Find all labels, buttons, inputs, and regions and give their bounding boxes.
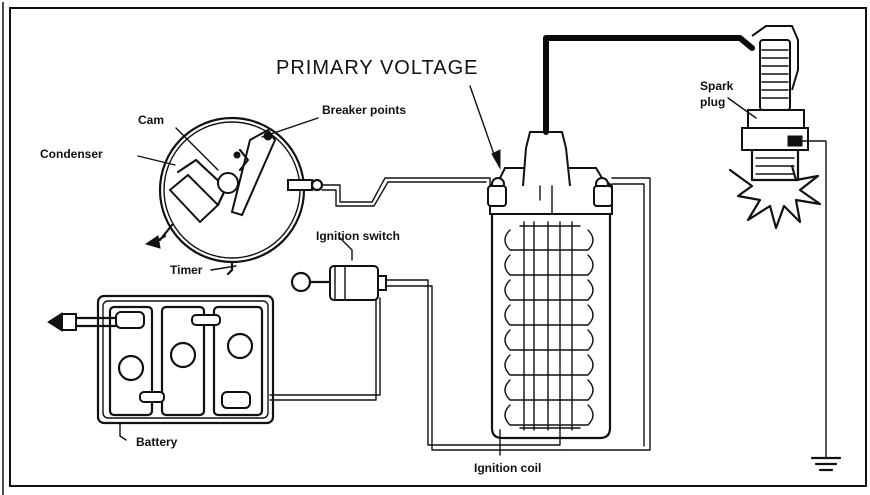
battery-pointer: [119, 423, 127, 441]
primary-voltage-pointer: [469, 85, 497, 161]
ignition-coil: [487, 131, 613, 440]
condenser-pointer: [137, 155, 176, 166]
label-spark-plug-line1: Spark: [700, 79, 734, 93]
label-spark-plug-line2: plug: [700, 95, 725, 109]
condenser-body: [168, 173, 220, 224]
high-tension-wire: [543, 35, 755, 135]
label-timer: Timer: [170, 263, 203, 277]
timer-terminal: [287, 179, 313, 191]
label-cam: Cam: [138, 113, 164, 127]
breaker-arm: [230, 128, 277, 217]
timer-pointer: [210, 265, 237, 271]
timer-distributor: [144, 116, 324, 276]
spark-plug-pointer: [727, 97, 757, 119]
ignition-switch: [290, 265, 387, 301]
condenser-terminal: [144, 235, 161, 249]
cam-pointer: [175, 127, 219, 171]
key-bow: [290, 271, 312, 293]
spark-plug: [741, 25, 809, 182]
label-ignition-coil: Ignition coil: [474, 461, 541, 475]
label-breaker-points: Breaker points: [322, 103, 406, 117]
spark-burst: [728, 164, 822, 230]
wire-timer-to-coil: [321, 177, 491, 203]
wire-switch-to-battery: [269, 297, 381, 396]
label-ignition-switch: Ignition switch: [316, 229, 400, 243]
wire-coil-return: [565, 177, 651, 451]
ground-clamp: [47, 312, 63, 332]
wire-switch-to-coil: [385, 279, 561, 446]
battery: [47, 294, 275, 425]
title-primary-voltage: PRIMARY VOLTAGE: [276, 57, 478, 79]
breaker-points-pointer: [261, 117, 319, 138]
ignition-switch-pointer: [339, 237, 353, 261]
label-condenser: Condenser: [40, 147, 103, 161]
coil-windings: [504, 221, 594, 431]
frame-border: [9, 7, 867, 487]
ground-wire: [801, 140, 827, 459]
ground-icon: [810, 456, 842, 472]
switch-body: [329, 265, 379, 301]
label-battery: Battery: [136, 435, 178, 449]
cam-shape: [217, 172, 239, 194]
